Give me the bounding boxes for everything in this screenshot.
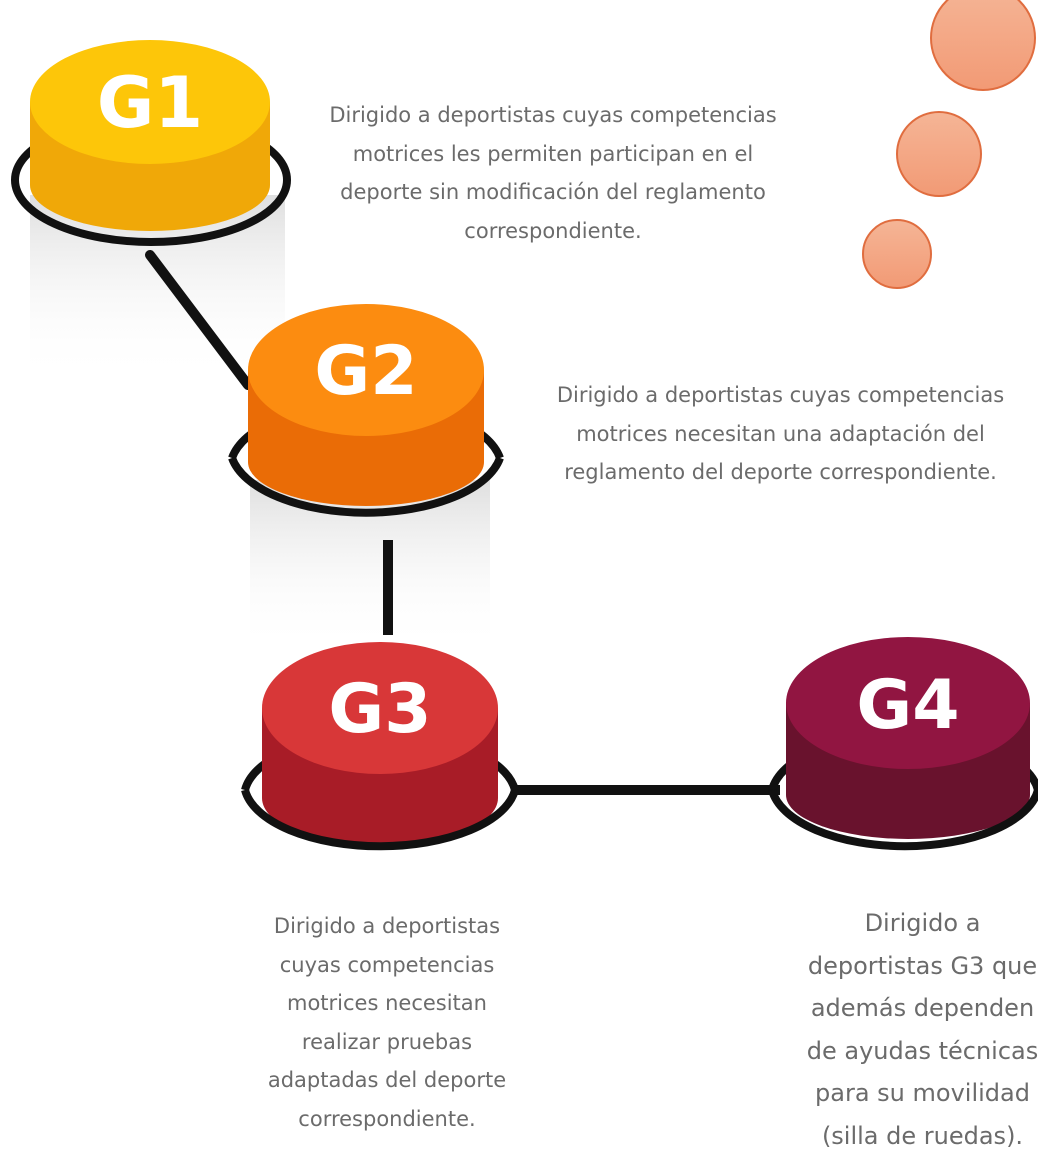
decor-circle-small <box>862 219 932 289</box>
g2-cylinder-top <box>248 304 484 436</box>
node-g3: G3 <box>241 642 519 851</box>
g3-ring-front <box>241 788 519 851</box>
g1-description: Dirigido a deportistas cuyas competencia… <box>329 103 777 243</box>
g3-description: Dirigido a deportistas cuyas competencia… <box>267 914 507 1131</box>
g1-label: G1 <box>97 62 203 144</box>
g3-cylinder-top <box>262 642 498 774</box>
g4-label: G4 <box>856 666 959 745</box>
g1-ring-front <box>11 179 291 246</box>
g4-cylinder-top <box>786 637 1030 769</box>
g2-description: Dirigido a deportistas cuyas competencia… <box>556 383 1005 484</box>
connector-g1-g2 <box>145 250 253 390</box>
g1-cylinder-top <box>30 40 270 164</box>
g3-label: G3 <box>328 670 431 749</box>
decor-circle-large <box>930 0 1036 91</box>
g4-ring-front <box>768 788 1038 851</box>
g2-label: G2 <box>314 332 417 411</box>
node-g1: G1 <box>11 40 291 246</box>
g2-ring-front <box>228 456 504 517</box>
g2-shadow <box>250 480 490 650</box>
decor-circle-medium <box>896 111 982 197</box>
node-g4: G4 <box>768 637 1038 851</box>
node-g2: G2 <box>228 304 504 517</box>
g4-description: Dirigido a deportistas G3 que además dep… <box>806 909 1038 1150</box>
